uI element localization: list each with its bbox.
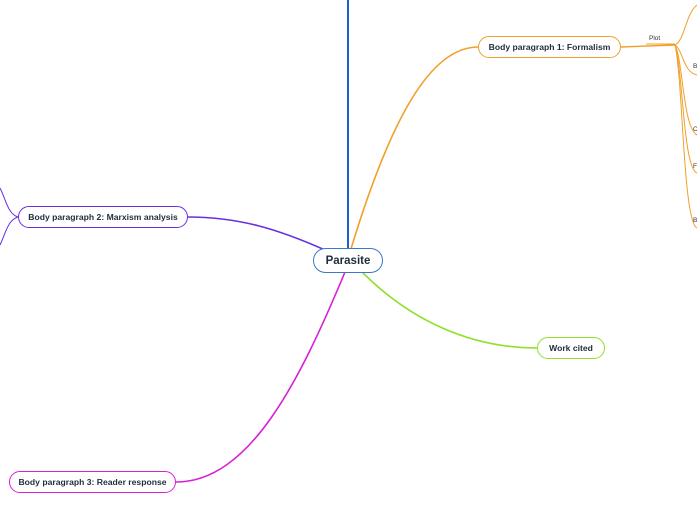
branch-formalism-label: Body paragraph 1: Formalism — [488, 42, 611, 52]
central-topic-parasite[interactable]: Parasite — [313, 248, 383, 273]
branch-reader-label: Body paragraph 3: Reader response — [18, 477, 167, 487]
formalism-connector — [349, 46, 479, 253]
subtopic-connector-b2 — [674, 44, 697, 229]
marxism-sub-connector — [0, 187, 19, 218]
cited-connector — [361, 271, 538, 349]
subtopic-plot[interactable]: Plot — [649, 35, 660, 42]
branch-marxism-label: Body paragraph 2: Marxism analysis — [28, 212, 178, 222]
subtopic-truncated-c[interactable]: C — [693, 126, 697, 133]
branch-reader-response[interactable]: Body paragraph 3: Reader response — [9, 471, 176, 493]
subtopic-plot-label: Plot — [649, 35, 661, 42]
subtopic-connector-b1 — [674, 44, 697, 76]
branch-marxism[interactable]: Body paragraph 2: Marxism analysis — [18, 206, 188, 228]
branch-work-cited[interactable]: Work cited — [537, 337, 605, 359]
branch-formalism[interactable]: Body paragraph 1: Formalism — [478, 36, 621, 58]
central-topic-label: Parasite — [325, 254, 371, 267]
subtopic-connector-f — [674, 44, 697, 174]
subtopic-truncated-b1[interactable]: B — [693, 63, 697, 70]
subtopic-connector-c — [674, 44, 697, 136]
subtopic-truncated-b2[interactable]: B — [693, 217, 697, 224]
branch-cited-label: Work cited — [549, 343, 593, 353]
marxism-sub-connector-2 — [0, 216, 19, 246]
subtopic-connector-top — [674, 4, 697, 46]
marxism-connector — [187, 216, 326, 251]
reader-connector — [175, 271, 346, 483]
subtopic-truncated-f[interactable]: F — [693, 163, 697, 170]
plot-connector — [620, 44, 676, 48]
